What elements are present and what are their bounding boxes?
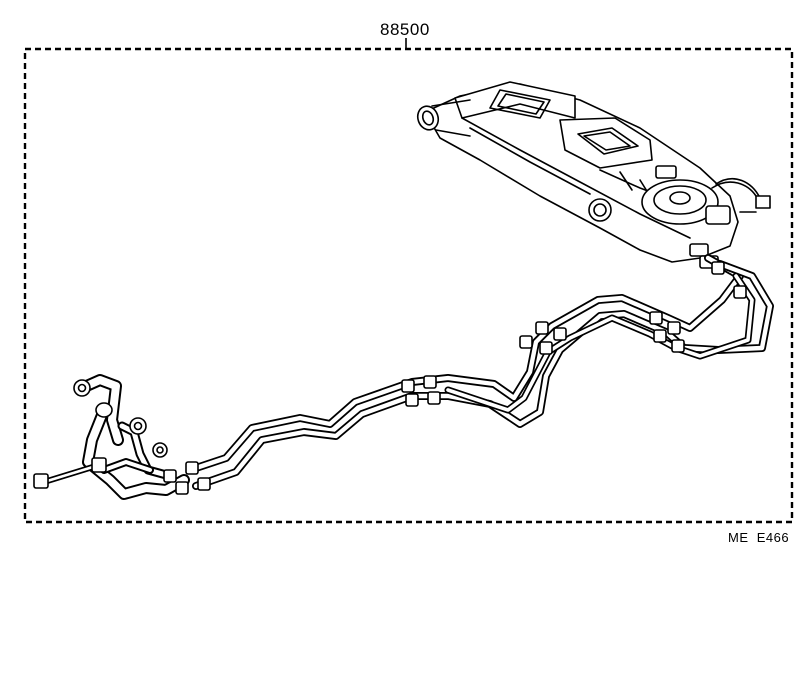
cooler-pipes	[41, 254, 774, 500]
cooling-unit	[416, 81, 771, 269]
diagram-code-label: ME E466	[728, 530, 790, 545]
pipe-fittings	[33, 261, 747, 495]
assembly-boundary	[23, 47, 794, 524]
part-number-label: 88500	[380, 20, 430, 39]
